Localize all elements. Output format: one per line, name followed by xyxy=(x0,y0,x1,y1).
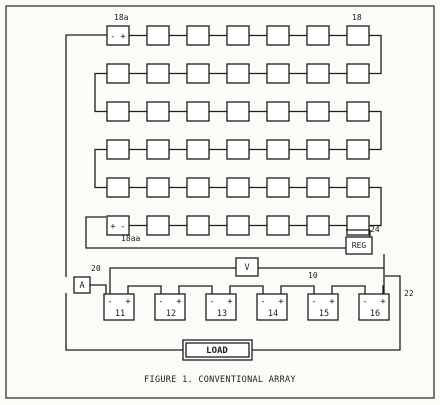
load-right-wire xyxy=(252,275,401,351)
voltmeter-left-wire xyxy=(109,267,236,300)
battery-neg-terminal: - xyxy=(158,297,163,307)
ref-label-18aa: 18aa xyxy=(121,234,140,243)
panel-array: -++- xyxy=(106,25,370,236)
panel-18aa-right-terminal: - xyxy=(120,222,125,232)
battery-label: 16 xyxy=(370,309,380,319)
solar-panel xyxy=(146,215,170,236)
ref-label-18: 18 xyxy=(352,13,362,22)
array-return-wire xyxy=(85,216,346,249)
battery-label: 12 xyxy=(166,309,176,319)
load: LOAD xyxy=(182,339,253,361)
battery-pos-terminal: + xyxy=(329,297,335,307)
battery-neg-terminal: - xyxy=(209,297,214,307)
ref-label-10: 10 xyxy=(308,271,318,280)
solar-panel xyxy=(106,63,130,84)
battery-string: -+11-+12-+13-+14-+15-+16 xyxy=(103,293,390,321)
figure-border xyxy=(5,5,435,399)
solar-panel xyxy=(306,63,330,84)
battery-label: 13 xyxy=(217,309,227,319)
solar-panel xyxy=(346,139,370,160)
panel-18aa-left-terminal: + xyxy=(110,222,116,232)
battery-neg-terminal: - xyxy=(362,297,367,307)
solar-panel xyxy=(186,215,210,236)
solar-panel xyxy=(106,215,130,236)
solar-panel xyxy=(146,101,170,122)
solar-panel xyxy=(226,25,250,46)
solar-panel xyxy=(186,139,210,160)
solar-panel xyxy=(146,63,170,84)
battery-cell: - +14 xyxy=(256,293,288,321)
battery-pos-terminal: + xyxy=(125,297,131,307)
solar-panel xyxy=(306,177,330,198)
solar-panel xyxy=(106,139,130,160)
battery-pos-terminal: + xyxy=(380,297,386,307)
solar-panel xyxy=(146,25,170,46)
array-feed-wire xyxy=(65,34,107,277)
battery-neg-terminal: - xyxy=(260,297,265,307)
ref-label-20: 20 xyxy=(91,264,101,273)
battery-cell: - +12 xyxy=(154,293,186,321)
ammeter-label: A xyxy=(79,281,84,291)
solar-panel xyxy=(186,177,210,198)
solar-panel xyxy=(266,25,290,46)
voltmeter: V xyxy=(235,257,259,277)
battery-label: 15 xyxy=(319,309,329,319)
battery-cell: - +15 xyxy=(307,293,339,321)
battery-label: 14 xyxy=(268,309,278,319)
solar-panel xyxy=(106,177,130,198)
solar-panel xyxy=(226,63,250,84)
load-label: LOAD xyxy=(206,346,228,356)
solar-panel xyxy=(226,215,250,236)
solar-panel xyxy=(106,101,130,122)
solar-panel xyxy=(266,177,290,198)
battery-neg-terminal: - xyxy=(107,297,112,307)
voltmeter-label: V xyxy=(244,263,249,273)
solar-panel xyxy=(346,101,370,122)
solar-panel xyxy=(226,101,250,122)
solar-panel xyxy=(306,215,330,236)
ammeter: A xyxy=(73,276,91,294)
solar-panel xyxy=(346,63,370,84)
solar-panel xyxy=(306,25,330,46)
solar-panel xyxy=(306,101,330,122)
battery-label: 11 xyxy=(115,309,125,319)
solar-panel xyxy=(266,215,290,236)
solar-panel xyxy=(186,25,210,46)
panel-18a-right-terminal: + xyxy=(120,32,126,42)
battery-pos-terminal: + xyxy=(227,297,233,307)
solar-panel xyxy=(226,177,250,198)
solar-panel xyxy=(346,177,370,198)
ammeter-battery-wire xyxy=(90,284,107,294)
solar-panel xyxy=(226,139,250,160)
battery-cell: - +16 xyxy=(358,293,390,321)
regulator-label: REG xyxy=(352,241,367,250)
solar-panel xyxy=(346,25,370,46)
solar-panel xyxy=(186,101,210,122)
solar-panel xyxy=(266,139,290,160)
regulator: REG xyxy=(345,236,373,255)
solar-panel xyxy=(346,215,370,236)
battery-wiring xyxy=(127,285,384,294)
ref-label-24: 24 xyxy=(370,225,380,234)
ref-label-22: 22 xyxy=(404,289,414,298)
solar-panel xyxy=(186,63,210,84)
battery-neg-terminal: - xyxy=(311,297,316,307)
ref-label-18a: 18a xyxy=(114,13,129,22)
battery-cell: - +13 xyxy=(205,293,237,321)
battery-pos-terminal: + xyxy=(278,297,284,307)
figure-caption: FIGURE 1. CONVENTIONAL ARRAY xyxy=(144,375,296,385)
load-left-wire xyxy=(65,293,183,351)
solar-panel xyxy=(306,139,330,160)
panel-18a-left-terminal: - xyxy=(110,32,115,42)
battery-cell: - +11 xyxy=(103,293,135,321)
battery-pos-terminal: + xyxy=(176,297,182,307)
solar-panel xyxy=(266,63,290,84)
solar-panel xyxy=(146,139,170,160)
solar-panel xyxy=(146,177,170,198)
solar-panel xyxy=(266,101,290,122)
